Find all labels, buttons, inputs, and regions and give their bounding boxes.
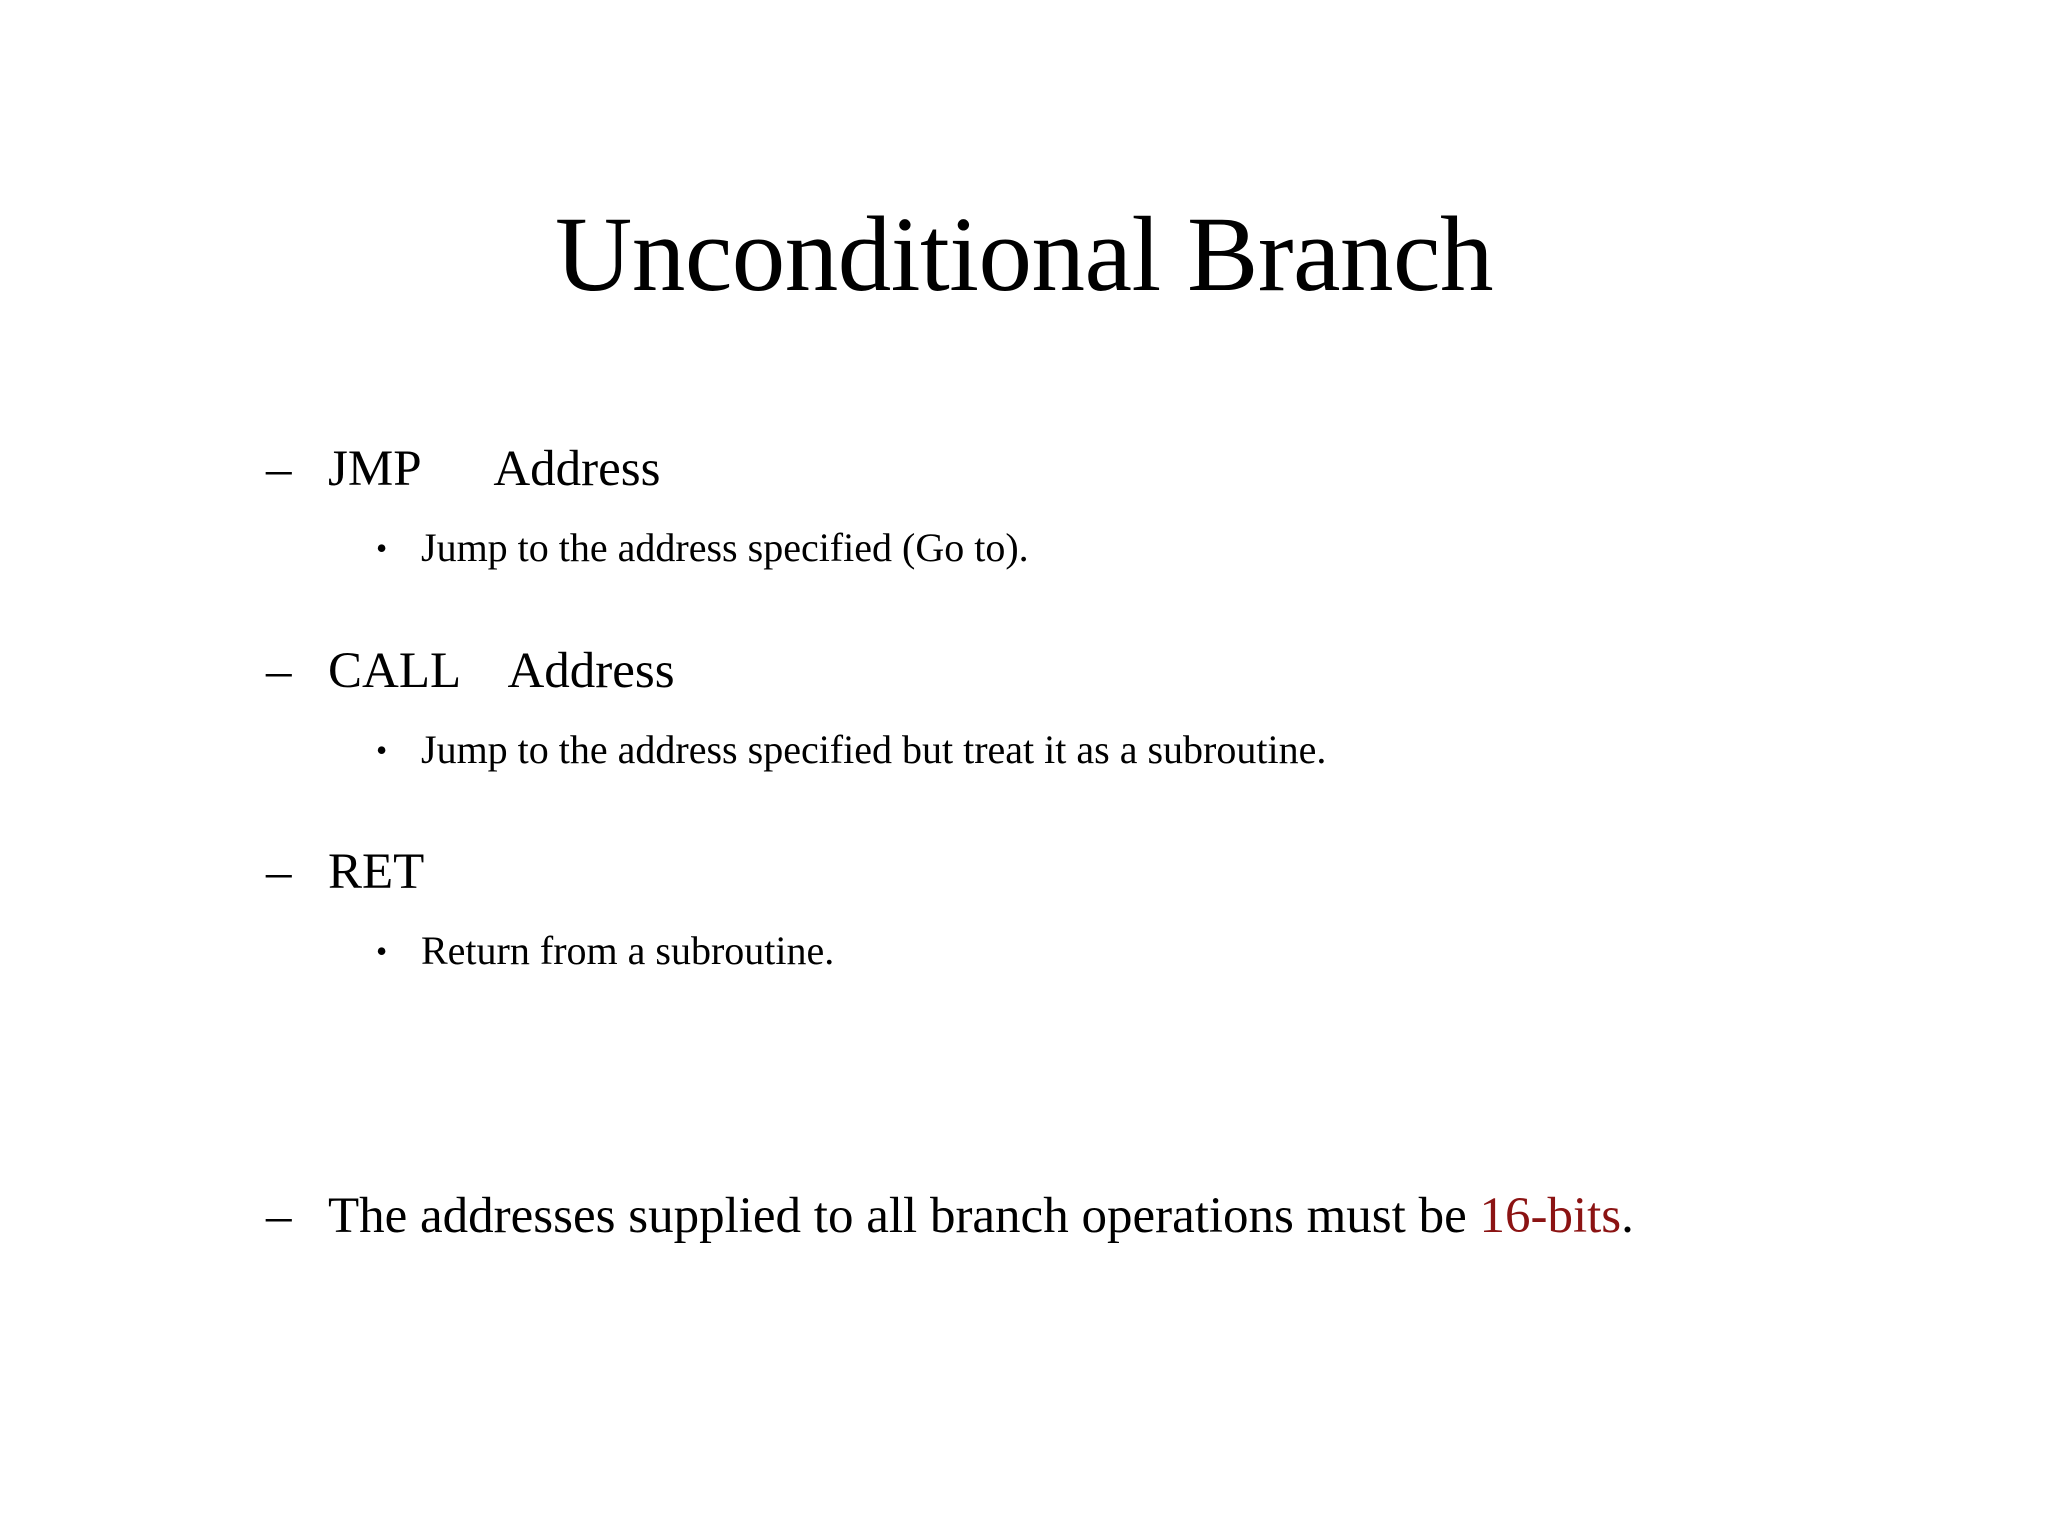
spacer [266,701,1966,727]
spacer [266,572,1966,642]
sub-bullet-label-call: Jump to the address specified but treat … [421,726,1327,772]
bullet-label-address-width: The addresses supplied to all branch ope… [328,1187,1858,1246]
spacer [266,499,1966,525]
bullet-label-call: CALL Address [328,642,675,699]
bullet-item-address-width: – The addresses supplied to all branch o… [266,1187,1966,1246]
slide-body: – JMP Address • Jump to the address spec… [266,440,1966,1246]
round-bullet-icon: • [376,731,388,768]
sub-bullet-label-ret: Return from a subroutine. [421,928,835,974]
spacer [266,902,1966,928]
sub-bullet-item-jmp: • Jump to the address specified (Go to). [376,525,1966,571]
sub-bullet-item-call: • Jump to the address specified but trea… [376,727,1966,773]
closing-highlight-16-bits: 16-bits [1479,1187,1622,1244]
sub-bullet-item-ret: • Return from a subroutine. [376,928,1966,974]
closing-text-before: The addresses supplied to all branch ope… [328,1187,1480,1244]
round-bullet-icon: • [376,933,388,970]
sub-bullet-label-jmp: Jump to the address specified (Go to). [421,525,1029,571]
bullet-label-jmp: JMP Address [328,441,661,497]
spacer [266,975,1966,1187]
bullet-item-ret: – RET [266,843,1966,902]
en-dash-bullet-icon: – [266,1187,292,1244]
en-dash-bullet-icon: – [266,441,292,497]
bullet-item-jmp: – JMP Address [266,440,1966,499]
closing-text-after: . [1621,1187,1634,1244]
bullet-item-call: – CALL Address [266,642,1966,701]
bullet-label-ret: RET [328,844,425,901]
round-bullet-icon: • [376,530,388,567]
slide-title: Unconditional Branch [555,196,1493,314]
spacer [266,773,1966,843]
en-dash-bullet-icon: – [266,844,292,901]
en-dash-bullet-icon: – [266,642,292,699]
